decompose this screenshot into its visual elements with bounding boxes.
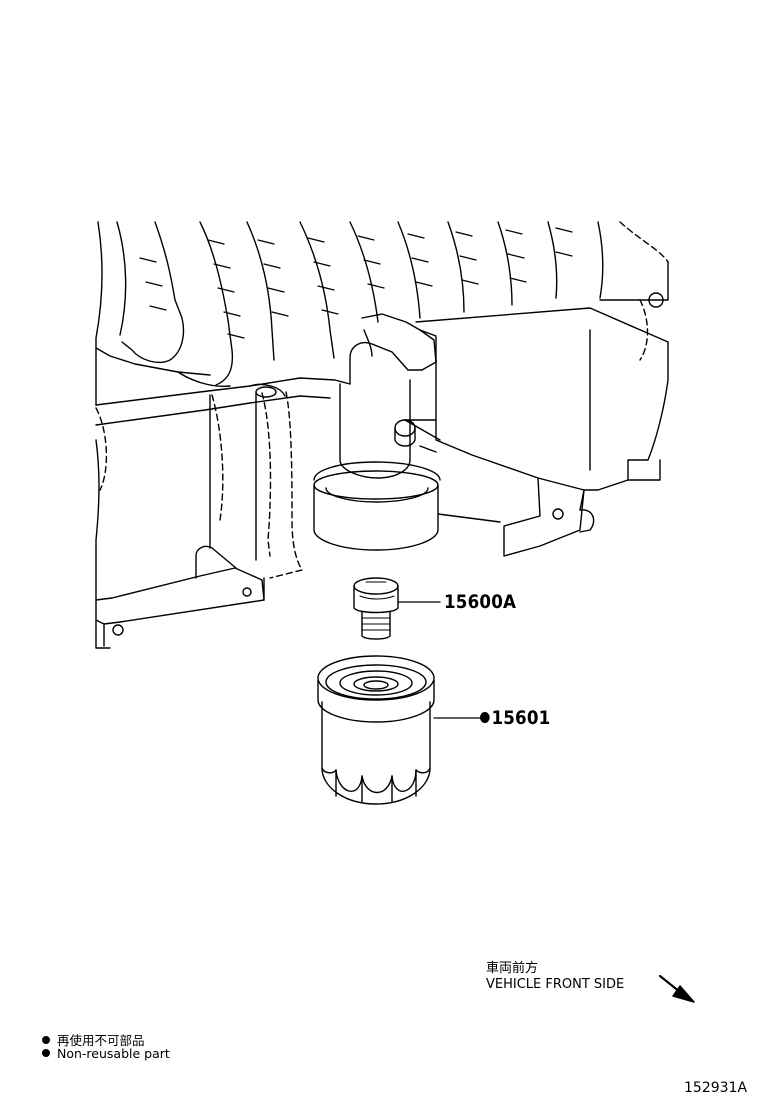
legend-item-jp: 再使用不可部品 [42,1030,145,1049]
vehicle-front-arrow-icon [658,974,695,1003]
legend-text-jp: 再使用不可部品 [57,1033,145,1048]
bolt-part-number-text: 15600A [444,591,517,613]
union-bolt-15600A [353,577,441,640]
engine-block-drawing [95,221,669,649]
oil-filter-15601 [317,655,483,805]
vehicle-front-label-jp: 車両前方 [486,961,539,976]
bolt-part-number-label[interactable]: 15600A [444,593,516,612]
legend-item-en: Non-reusable part [42,1046,170,1061]
legend-dot-icon [42,1049,50,1057]
vehicle-front-label-en: VEHICLE FRONT SIDE [486,977,625,992]
figure-number: 152931A [684,1080,748,1096]
non-reusable-marker-icon [480,712,490,723]
filter-part-number-label[interactable]: 15601 [480,709,550,728]
filter-part-number-text: 15601 [491,707,551,729]
legend-dot-icon [42,1036,50,1044]
legend-text-en: Non-reusable part [57,1046,170,1061]
